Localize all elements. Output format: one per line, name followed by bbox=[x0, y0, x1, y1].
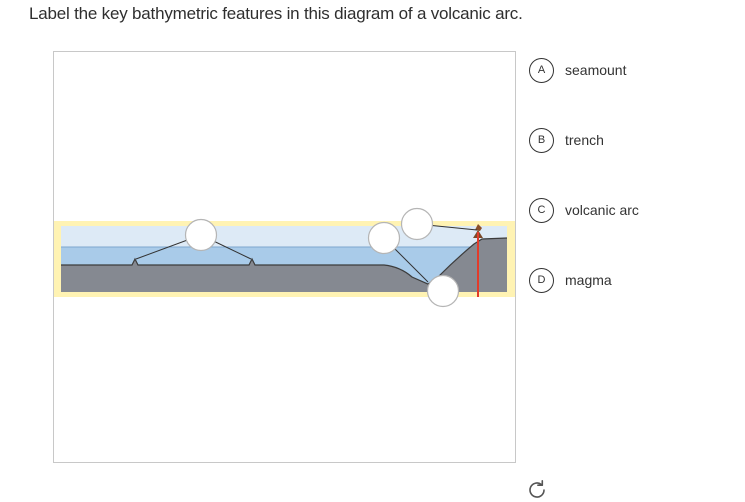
option-label: magma bbox=[565, 272, 612, 288]
option-letter-badge: D bbox=[529, 267, 554, 293]
labeling-canvas bbox=[53, 51, 545, 498]
option-seamount[interactable]: A seamount bbox=[529, 56, 719, 84]
reset-icon[interactable] bbox=[525, 478, 549, 502]
volcano-plume bbox=[475, 224, 482, 231]
drop-zone-trench[interactable] bbox=[367, 221, 401, 255]
seafloor-outline bbox=[61, 237, 508, 285]
sky bbox=[61, 226, 507, 248]
option-letter-badge: B bbox=[529, 127, 554, 153]
option-trench[interactable]: B trench bbox=[529, 126, 719, 154]
option-letter-badge: C bbox=[529, 197, 554, 223]
question-prompt: Label the key bathymetric features in th… bbox=[29, 4, 523, 23]
option-label: seamount bbox=[565, 62, 627, 78]
drop-zone-volcanic-arc[interactable] bbox=[400, 207, 434, 241]
option-magma[interactable]: D magma bbox=[529, 266, 719, 294]
option-letter-badge: A bbox=[529, 57, 554, 83]
option-label: volcanic arc bbox=[565, 202, 639, 218]
option-volcanic-arc[interactable]: C volcanic arc bbox=[529, 196, 719, 224]
drop-zone-seamount[interactable] bbox=[184, 218, 218, 252]
option-label: trench bbox=[565, 132, 604, 148]
volcanic-arc-diagram bbox=[54, 207, 515, 308]
drop-zone-magma[interactable] bbox=[426, 274, 460, 308]
